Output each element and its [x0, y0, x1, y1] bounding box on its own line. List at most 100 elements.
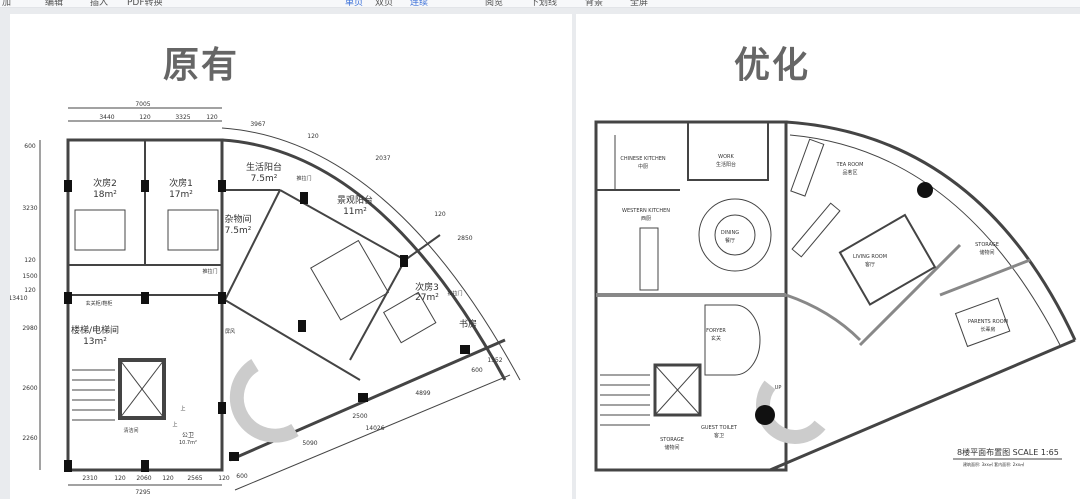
toolbar-item-pdf-convert[interactable]: PDF转换: [127, 0, 163, 8]
dimensions: 7005 3440 120 3325 120 3967 120 2037 120…: [10, 101, 503, 496]
svg-text:120: 120: [206, 114, 218, 121]
svg-text:3325: 3325: [175, 114, 190, 121]
room-label-cn: 储物间: [979, 249, 994, 256]
room-label-cn: 餐厅: [725, 237, 735, 244]
room-label-cn: 生活阳台: [716, 161, 736, 168]
room-label: 次房3: [415, 281, 439, 293]
room-label-en: GUEST TOILET: [701, 425, 738, 431]
sofa-set: [838, 213, 937, 306]
annotation: 屏风: [225, 329, 235, 335]
toolbar-item[interactable]: 加: [2, 0, 12, 8]
svg-text:7005: 7005: [135, 101, 150, 108]
annotation: 玄关柜/鞋柜: [86, 300, 113, 307]
svg-text:2060: 2060: [136, 475, 151, 482]
svg-text:120: 120: [162, 475, 174, 482]
svg-text:2037: 2037: [375, 155, 390, 162]
room-area: 7.5m²: [225, 226, 252, 236]
room-label-cn: 西厨: [641, 216, 651, 222]
room-label-cn: 储物间: [664, 444, 679, 451]
svg-text:120: 120: [434, 211, 446, 218]
room-label: 公卫: [182, 432, 194, 439]
annotation: 清洁间: [123, 427, 138, 434]
toolbar-item-continuous[interactable]: 连续: [410, 0, 429, 8]
columns: [64, 180, 470, 472]
room-label-cn: 玄关: [711, 335, 721, 342]
room-label-en: WORK: [718, 154, 734, 160]
svg-text:600: 600: [471, 367, 483, 374]
annotation: 上: [180, 405, 185, 412]
room-label: 次房1: [169, 177, 193, 189]
room-label-en: TEA ROOM: [836, 162, 864, 168]
dining-table: [698, 198, 772, 272]
room-label-en: DINING: [721, 230, 739, 236]
room-area: 10.7m²: [179, 440, 197, 446]
room-label: 楼梯/电梯间: [71, 324, 119, 336]
room-label-en: LIVING ROOM: [853, 254, 887, 260]
title-original: 原有: [163, 45, 240, 86]
svg-text:2500: 2500: [352, 413, 367, 420]
svg-text:120: 120: [24, 257, 36, 264]
svg-text:5090: 5090: [302, 440, 317, 447]
room-label: 杂物间: [224, 213, 251, 225]
room-area: 7.5m²: [251, 174, 278, 184]
svg-text:2850: 2850: [457, 235, 472, 242]
elevator: [118, 358, 166, 420]
toolbar-item-read[interactable]: 阅览: [485, 0, 504, 8]
stair-up-label: UP: [775, 385, 782, 391]
plan-subcaption: 建筑面积: 3xx㎡ 套内面积: 2xx㎡: [963, 461, 1024, 467]
svg-text:2565: 2565: [187, 475, 202, 482]
svg-text:7295: 7295: [135, 489, 150, 496]
room-label-en: WESTERN KITCHEN: [622, 208, 670, 214]
plan-caption: 8楼平面布置图 SCALE 1:65: [957, 447, 1059, 457]
svg-text:13410: 13410: [10, 295, 28, 302]
toolbar: 加 编辑 插入 PDF转换 单页 双页 连续 阅览 下划线 背景 全屏: [0, 0, 1080, 8]
room-label: 书房: [459, 318, 477, 330]
spiral-stair: [229, 359, 299, 443]
room-label-en: CHINESE KITCHEN: [620, 156, 665, 162]
svg-text:4899: 4899: [415, 390, 430, 397]
annotation: 推拉门: [202, 268, 217, 275]
room-label: 次房2: [93, 177, 117, 189]
room-label-cn: 品茗区: [842, 169, 857, 176]
room-label: 生活阳台: [246, 161, 282, 173]
room-label-en: FORYER: [706, 328, 726, 334]
toolbar-item-insert[interactable]: 插入: [90, 0, 109, 8]
svg-text:3230: 3230: [22, 205, 37, 212]
toolbar-item-background[interactable]: 背景: [585, 0, 604, 8]
room-label-en: STORAGE: [660, 437, 684, 443]
room-label-en: STORAGE: [975, 242, 999, 248]
toolbar-item-underline[interactable]: 下划线: [530, 0, 558, 8]
room-label-cn: 中厨: [638, 163, 648, 170]
toolbar-item-edit[interactable]: 编辑: [45, 0, 64, 8]
room-area: 11m²: [343, 207, 367, 217]
svg-text:120: 120: [114, 475, 126, 482]
wall-arc: [785, 120, 1077, 341]
spiral-stair: [756, 380, 826, 444]
floorplan-optimized: CHINESE KITCHEN 中厨 WORK 生活阳台 TEA ROOM 品茗…: [594, 120, 1077, 472]
svg-text:2600: 2600: [22, 385, 37, 392]
room-label: 景观阳台: [337, 194, 373, 206]
svg-text:3967: 3967: [250, 121, 265, 128]
room-label-cn: 客卫: [714, 432, 724, 439]
svg-text:2980: 2980: [22, 325, 37, 332]
title-optimized: 优化: [734, 45, 811, 86]
room-area: 27m²: [415, 293, 439, 303]
svg-text:2310: 2310: [82, 475, 97, 482]
room-label-cn: 长辈房: [980, 326, 995, 333]
svg-text:1500: 1500: [22, 273, 37, 280]
page-right-optimized: 优化 CHINESE KITCHEN 中厨 WORK 生活阳台 TEA R: [576, 14, 1080, 499]
room-area: 13m²: [83, 337, 107, 347]
annotation: 推拉门: [296, 175, 311, 182]
wall-arc: [221, 138, 507, 381]
svg-text:120: 120: [139, 114, 151, 121]
annotation: 上: [172, 421, 177, 428]
svg-text:120: 120: [24, 287, 36, 294]
floorplan-original: 次房2 18m² 次房1 17m² 生活阳台 7.5m² 景观阳台 11m² 杂…: [10, 101, 521, 496]
svg-text:3440: 3440: [99, 114, 114, 121]
wall-diagonal: [769, 338, 1076, 472]
annotation: 推拉门: [447, 290, 462, 297]
room-label-cn: 客厅: [865, 261, 875, 268]
toolbar-item-fullscreen[interactable]: 全屏: [630, 0, 649, 8]
toolbar-item-single-page[interactable]: 单页: [345, 0, 364, 8]
toolbar-item-double-page[interactable]: 双页: [375, 0, 394, 8]
